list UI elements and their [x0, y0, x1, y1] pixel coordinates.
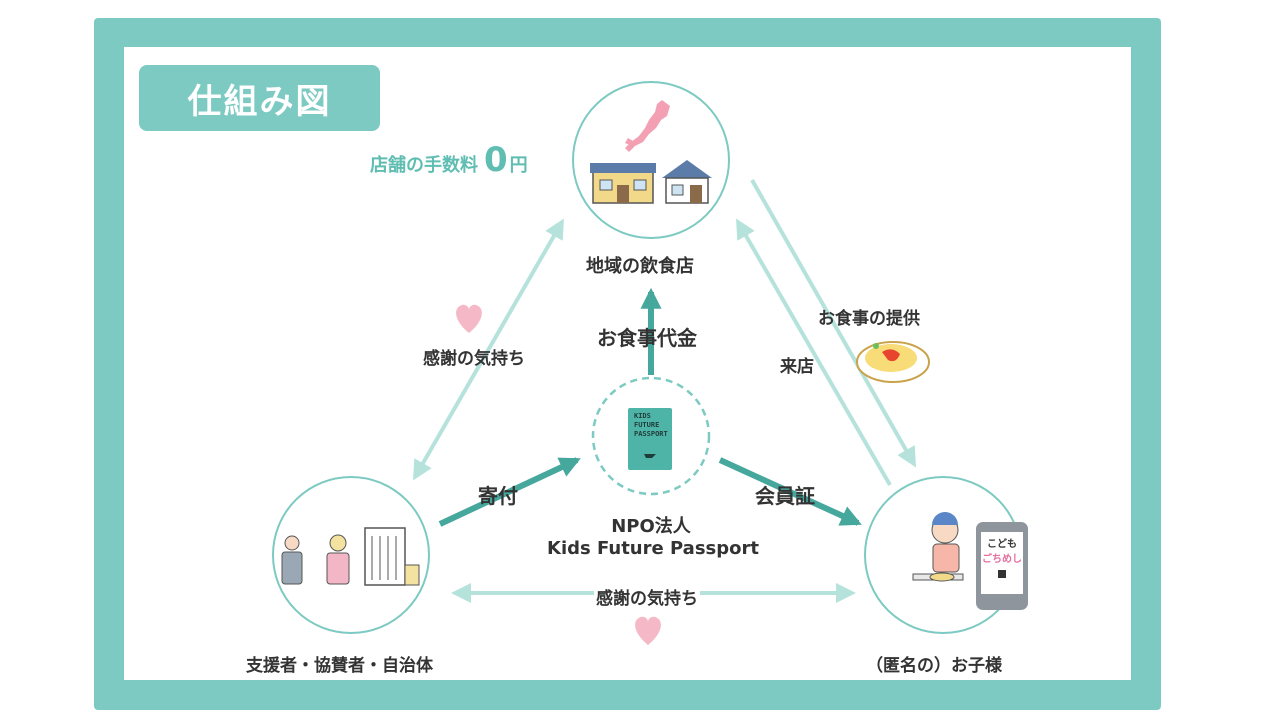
passport-line-2: FUTURE — [634, 421, 659, 429]
arrow-meal-provision — [750, 179, 916, 468]
japan-map-icon — [625, 100, 670, 152]
diagram-title: 仕組み図 — [139, 65, 380, 131]
children-label: （匿名の）お子様 — [866, 656, 1002, 676]
donation-label: 寄付 — [478, 484, 518, 508]
arrow-visit — [735, 218, 892, 487]
smartphone-icon: こども ごちめし — [976, 522, 1028, 610]
shop-icon — [662, 160, 712, 204]
visit-label: 来店 — [780, 357, 814, 377]
npo-label-line1: NPO法人 — [611, 516, 691, 537]
heart-icon — [635, 616, 661, 645]
meal-provision-label: お食事の提供 — [818, 309, 920, 329]
fee-unit: 円 — [509, 155, 528, 176]
fee-value: 0 — [484, 140, 508, 180]
child-eating-icon — [912, 512, 964, 582]
npo-label-line2: Kids Future Passport — [547, 538, 759, 559]
restaurant-icon — [590, 163, 656, 204]
passport-line-3: PASSPORT — [634, 430, 668, 438]
phone-line-2: ごちめし — [982, 552, 1022, 565]
woman-icon — [326, 534, 350, 585]
arrow-membership — [718, 457, 862, 526]
gratitude-bottom-label: 感謝の気持ち — [594, 584, 700, 609]
restaurant-label: 地域の飲食店 — [586, 256, 694, 277]
supporters-node — [272, 476, 430, 634]
membership-label: 会員証 — [755, 484, 815, 508]
fee-text: 店舗の手数料 — [370, 155, 478, 176]
passport-icon: KIDS FUTURE PASSPORT — [628, 408, 672, 470]
passport-line-1: KIDS — [634, 412, 651, 420]
heart-icon — [456, 304, 482, 333]
restaurant-node — [572, 81, 730, 239]
meal-payment-label: お食事代金 — [597, 326, 697, 350]
omurice-icon — [856, 341, 930, 383]
supporters-label: 支援者・協賛者・自治体 — [246, 656, 433, 676]
building-icon — [364, 527, 420, 586]
businessman-icon — [281, 535, 303, 585]
gratitude-left-label: 感謝の気持ち — [423, 349, 525, 369]
arrow-supporters-restaurant — [413, 218, 564, 481]
arrow-donation — [438, 457, 581, 527]
phone-line-1: こども — [987, 537, 1017, 550]
